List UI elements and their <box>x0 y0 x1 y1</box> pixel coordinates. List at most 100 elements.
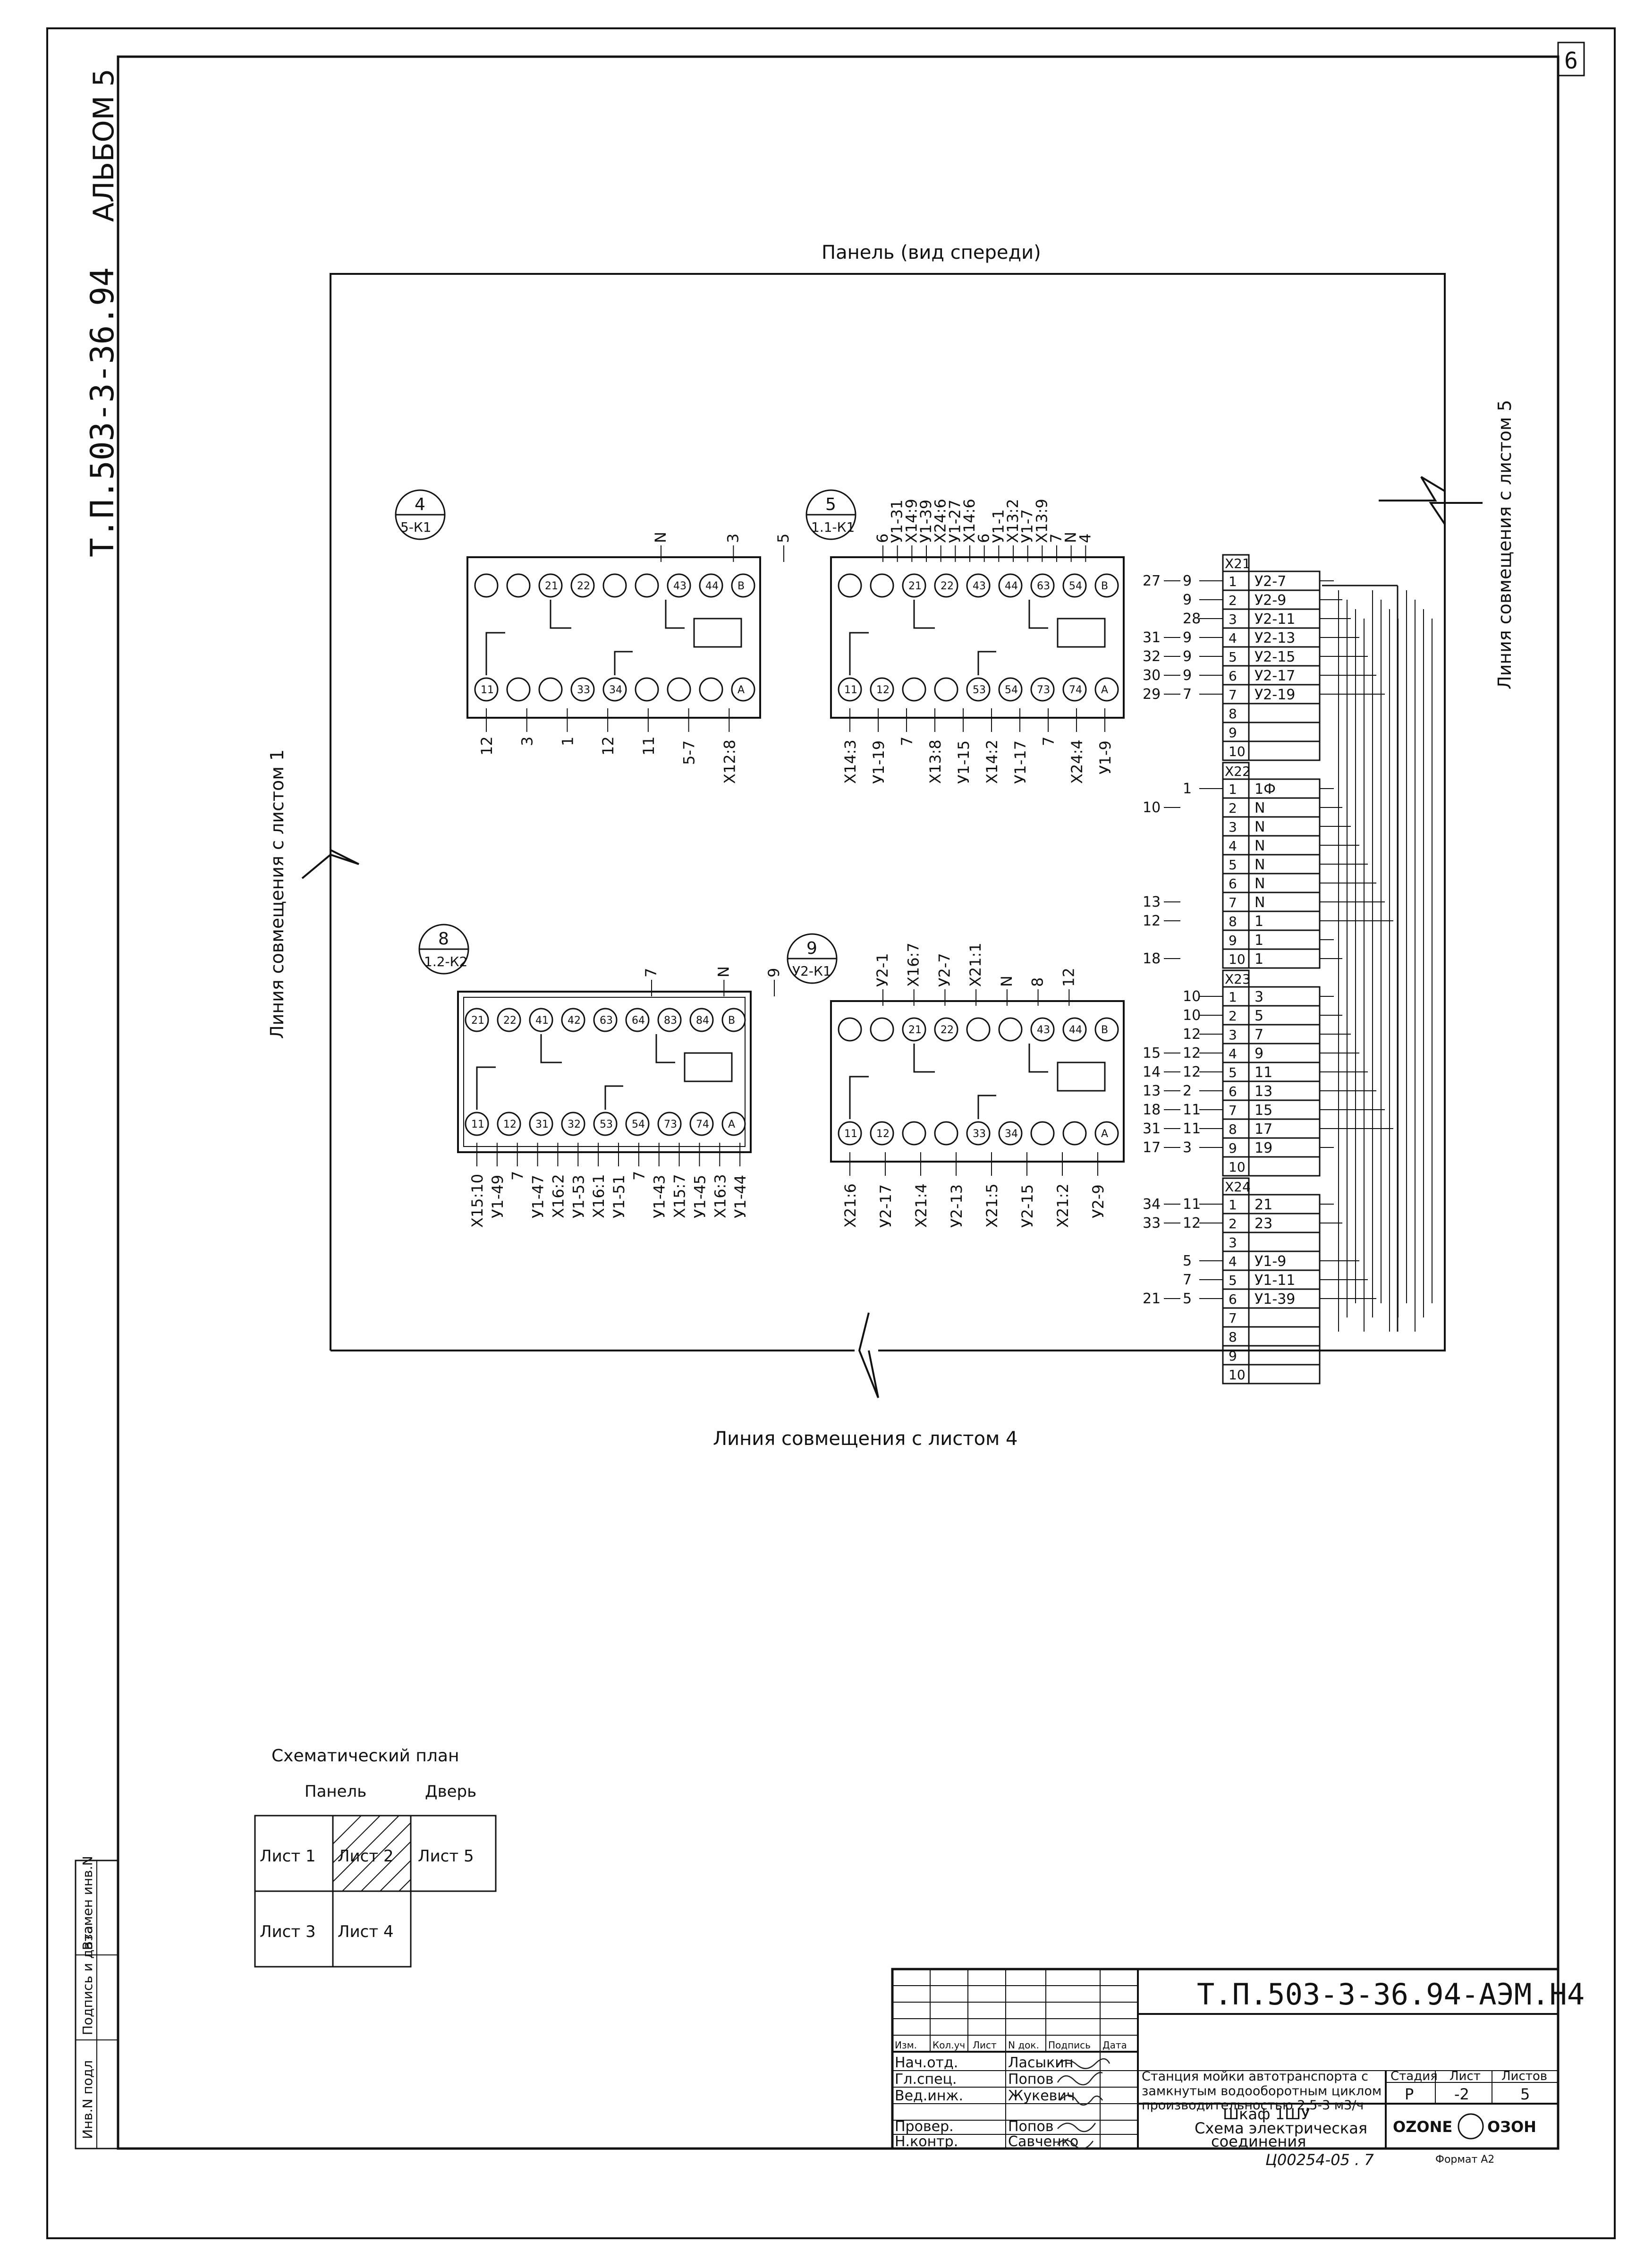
terminal-value: У2-15 <box>1255 649 1295 665</box>
terminal-num: 2 <box>1229 800 1237 816</box>
relay-coil <box>1057 618 1106 648</box>
terminal-value: N <box>1255 875 1265 892</box>
relay-pin <box>1030 1017 1055 1042</box>
relay-pin-label: 22 <box>941 580 954 592</box>
relay-pin-label: 33 <box>973 1128 986 1140</box>
relay-pin <box>966 573 991 598</box>
relay-pin <box>998 677 1023 702</box>
relay-bottom-label: Х15:10 <box>468 1174 486 1228</box>
terminal-outer-wire: 31 <box>1143 629 1161 646</box>
relay-pin-label: 53 <box>973 684 986 696</box>
plan-cell-2: Лист 2 <box>338 1847 394 1866</box>
relay-bottom-label: У2-17 <box>877 1184 895 1228</box>
relay-bottom-label: 3 <box>518 737 536 746</box>
relay-pin-label: A <box>728 1119 735 1130</box>
terminal-value: У2-17 <box>1255 668 1295 684</box>
terminal-wire: 5 <box>1183 1253 1192 1269</box>
relay-pin-label: 63 <box>600 1015 613 1027</box>
relay-bottom-label: 12 <box>478 736 496 756</box>
relay-pin <box>731 677 755 702</box>
terminal-value: У2-13 <box>1255 630 1295 646</box>
relay-bottom-label: 7 <box>1040 737 1058 746</box>
relay-top-label: Х21:1 <box>966 943 984 987</box>
terminal-num: 7 <box>1229 1310 1237 1326</box>
relay-pin <box>1062 1121 1087 1146</box>
relay-pin <box>465 1008 489 1032</box>
terminal-outer-wire: 29 <box>1143 686 1161 703</box>
relay-pin-label: 41 <box>535 1015 549 1027</box>
relay-pin <box>561 1112 585 1136</box>
plan-col-door: Дверь <box>425 1782 476 1801</box>
relay-pin-label: 21 <box>471 1015 484 1027</box>
relay-pin <box>689 1008 714 1032</box>
relay-pin-label: 11 <box>844 1128 857 1140</box>
org-logo-mark <box>1458 2113 1484 2140</box>
relay-pin-label: 22 <box>577 580 590 592</box>
relay-bottom-label: Х16:2 <box>549 1174 567 1218</box>
drawing-title-2: Схема электрическая <box>1195 2119 1367 2137</box>
relay-pin <box>1094 573 1119 598</box>
terminal-val-cell <box>1248 740 1321 761</box>
relay-bottom-label: 11 <box>640 736 658 756</box>
terminal-num: 5 <box>1229 857 1237 873</box>
terminal-value: 23 <box>1255 1215 1272 1232</box>
terminal-value: 15 <box>1255 1102 1272 1119</box>
terminal-outer-wire: 21 <box>1143 1291 1161 1307</box>
relay-contact <box>849 632 869 675</box>
project-code-side: Т.П.503-3-36.94 <box>84 267 121 557</box>
terminal-outer-wire: 15 <box>1143 1045 1161 1062</box>
relay-pin <box>667 573 691 598</box>
relay-bottom-label: Х14:3 <box>841 739 859 784</box>
relay-contact <box>540 1034 562 1063</box>
relay-pin <box>593 1008 618 1032</box>
relay-pin <box>966 1121 991 1146</box>
terminal-value: 1 <box>1255 951 1263 968</box>
terminal-num: 2 <box>1229 1008 1237 1024</box>
role-1: Нач.отд. <box>895 2055 958 2071</box>
relay-bottom-label: 5-7 <box>680 740 698 765</box>
terminal-outer-wire: 17 <box>1143 1139 1161 1156</box>
terminal-outer-wire: 12 <box>1143 913 1161 929</box>
relay-pin-label: 53 <box>600 1119 613 1130</box>
relay-bottom-label: Х16:1 <box>590 1174 608 1218</box>
relay-pin <box>667 677 691 702</box>
relay-pin-label: 11 <box>471 1119 484 1130</box>
terminal-num: 2 <box>1229 593 1237 608</box>
relay-pin-label: 84 <box>696 1015 709 1027</box>
relay-pin <box>998 573 1023 598</box>
corner-tag: 6 <box>1564 48 1578 74</box>
relay-bottom-label: Х14:2 <box>983 739 1001 784</box>
terminal-wire: 11 <box>1183 1121 1201 1137</box>
stamp-replace-inv: Взамен инв.N <box>80 1856 95 1950</box>
relay-pin-label: 32 <box>568 1119 581 1130</box>
terminal-num: 2 <box>1229 1216 1237 1232</box>
format-label: Формат А2 <box>1435 2154 1494 2166</box>
relay-bottom-label: У1-43 <box>651 1175 669 1218</box>
terminal-wire: 10 <box>1183 1007 1201 1024</box>
relay-pin-label: 44 <box>1069 1024 1082 1036</box>
relay-bottom-label: У1-17 <box>1011 740 1029 784</box>
terminal-num: 4 <box>1229 1254 1237 1269</box>
relay-pin <box>838 1017 862 1042</box>
relay-pin-label: 43 <box>973 580 986 592</box>
align-right-label: Линия совмещения с листом 5 <box>1494 400 1515 689</box>
terminal-wire: 7 <box>1183 686 1192 703</box>
relay-pin <box>838 677 862 702</box>
relay-pin <box>657 1008 682 1032</box>
relay-pin <box>966 1017 991 1042</box>
relay-pin-label: 43 <box>1037 1024 1050 1036</box>
relay-bottom-label: У1-47 <box>529 1175 547 1218</box>
signatures <box>1057 2058 1110 2149</box>
relay-bottom-label: У1-9 <box>1096 740 1114 774</box>
relay-pin-label: B <box>728 1015 735 1027</box>
relay-number: 5 <box>825 495 836 514</box>
relay-pin-label: A <box>1101 684 1108 696</box>
relay-8: 81.2-К221112212413142326353645483738474B… <box>418 924 783 1228</box>
relay-top-label: 7 <box>1047 534 1065 543</box>
plan-hatch <box>332 1815 411 1892</box>
terminal-num: 3 <box>1229 1235 1237 1250</box>
title-block: Изм. Кол.уч Лист N док. Подпись Дата Нач… <box>891 1968 1585 2169</box>
